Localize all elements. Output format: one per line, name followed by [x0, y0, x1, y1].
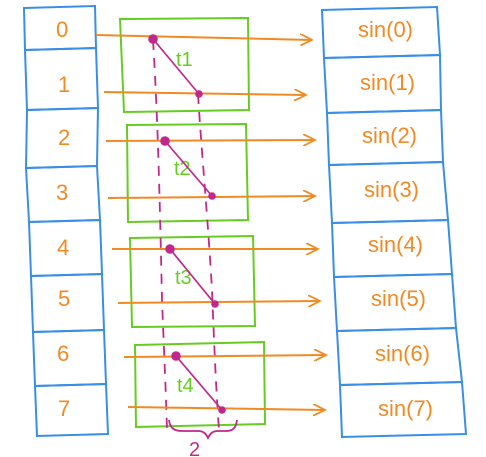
- input-cell-7-label: 7: [58, 396, 70, 421]
- arrow-0: [95, 35, 312, 40]
- thread-1-access-path: [152, 38, 200, 95]
- output-cell-6-label: sin(6): [375, 341, 430, 366]
- output-cell-3-label: sin(3): [364, 177, 419, 202]
- arrow-6: [123, 355, 326, 357]
- thread-3-box: [128, 234, 257, 329]
- output-cell-1-label: sin(1): [360, 70, 415, 95]
- thread-3-end-dot: [211, 300, 219, 308]
- thread-boxes: t1 t2 t3 t4: [118, 16, 267, 429]
- thread-4-start-dot: [171, 351, 181, 361]
- output-cell-7-label: sin(7): [378, 396, 433, 421]
- arrow-1: [103, 92, 306, 95]
- output-cell-4-label: sin(4): [368, 232, 423, 257]
- thread-access-dots: [148, 34, 226, 414]
- thread-1-end-dot: [195, 90, 203, 98]
- output-cell-0-label: sin(0): [358, 17, 413, 42]
- output-cell-2-label: sin(2): [362, 123, 417, 148]
- input-cell-3-label: 3: [56, 180, 68, 205]
- thread-2-access-path: [164, 140, 213, 197]
- left-stride-guide: [152, 39, 168, 431]
- input-cell-6-label: 6: [57, 341, 69, 366]
- stride-guide-lines: [152, 39, 220, 431]
- thread-2-box: [125, 122, 250, 224]
- input-cell-1-label: 1: [58, 72, 70, 97]
- input-cell-2-label: 2: [58, 125, 70, 150]
- thread-2-end-dot: [208, 192, 216, 200]
- input-cell-6-box: [31, 328, 108, 388]
- input-cell-0-label: 0: [56, 17, 68, 42]
- thread-2-label: t2: [174, 158, 191, 180]
- thread-4-label: t4: [177, 375, 194, 397]
- output-column: sin(0) sin(1) sin(2) sin(3) sin(4) sin(5…: [320, 5, 468, 439]
- arrow-7: [127, 407, 325, 410]
- thread-3-access-path: [169, 248, 216, 305]
- thread-1-start-dot: [148, 34, 158, 44]
- arrow-5: [117, 301, 320, 303]
- input-cell-7-box: [33, 382, 110, 438]
- thread-3-start-dot: [165, 244, 175, 254]
- input-column: 0 1 2 3 4 5 6 7: [22, 4, 110, 438]
- right-stride-guide: [197, 93, 220, 431]
- output-cell-5-label: sin(5): [371, 286, 426, 311]
- input-cell-5-label: 5: [58, 286, 70, 311]
- stride-label: 2: [189, 439, 200, 457]
- stride-brace: [168, 419, 238, 441]
- output-cell-7-box: [338, 380, 468, 439]
- thread-1-label: t1: [176, 49, 193, 71]
- thread-4-access-path: [175, 355, 223, 411]
- thread-4-box: [133, 340, 267, 429]
- stride-brace-shape: [168, 419, 238, 441]
- thread-2-start-dot: [160, 136, 170, 146]
- thread-1-box: [118, 16, 251, 114]
- thread-3-label: t3: [175, 267, 192, 289]
- thread-4-end-dot: [218, 406, 226, 414]
- input-cell-4-label: 4: [57, 235, 69, 260]
- arrow-2: [105, 140, 315, 141]
- thread-access-paths: [152, 38, 223, 411]
